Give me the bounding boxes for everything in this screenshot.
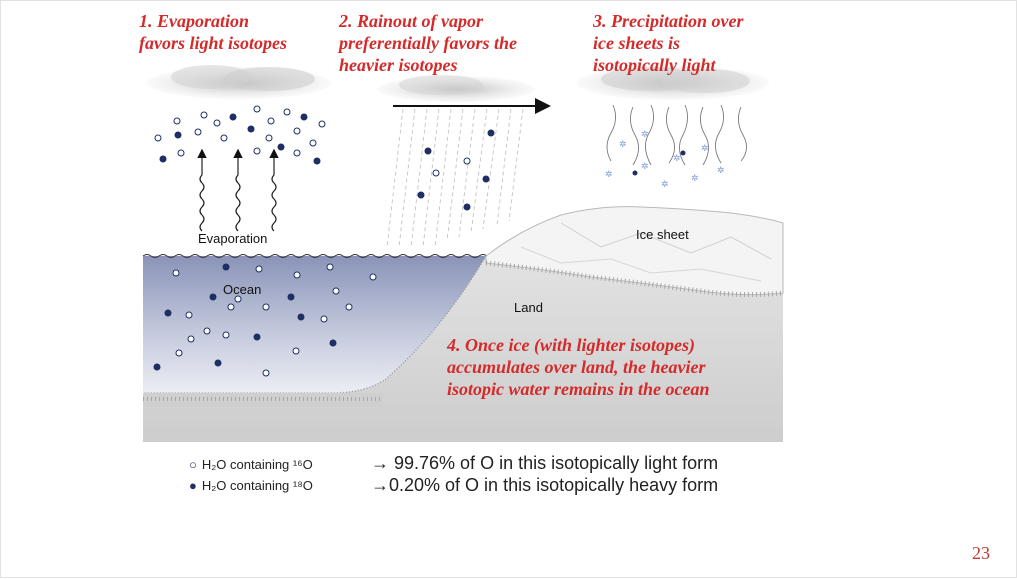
snowfall bbox=[606, 104, 747, 166]
caption-line: 4. Once ice (with lighter isotopes) bbox=[447, 335, 695, 355]
svg-text:✲: ✲ bbox=[661, 179, 669, 189]
snowflakes: ✲ ✲ ✲ ✲ ✲ ✲ ✲ ✲ ✲ bbox=[605, 129, 725, 189]
step-4-caption: 4. Once ice (with lighter isotopes) accu… bbox=[447, 334, 710, 400]
cloud-left bbox=[147, 65, 331, 99]
legend-light: ○ H₂O containing ¹⁶O bbox=[189, 457, 313, 472]
svg-text:✲: ✲ bbox=[641, 129, 649, 139]
light-isotope-note: → 99.76% of O in this isotopically light… bbox=[371, 453, 719, 473]
heavy-isotope-text: H₂O containing ¹⁸O bbox=[201, 478, 313, 493]
ocean-basin bbox=[143, 256, 486, 393]
page-number: 23 bbox=[972, 543, 990, 563]
step-2-caption: 2. Rainout of vapor preferentially favor… bbox=[339, 10, 517, 76]
rain-droplets bbox=[417, 129, 495, 211]
cloud-middle bbox=[378, 75, 534, 102]
caption-line: 3. Precipitation over bbox=[593, 11, 744, 31]
caption-line: accumulates over land, the heavier bbox=[447, 357, 706, 377]
step-1-caption: 1. Evaporation favors light isotopes bbox=[139, 10, 287, 54]
step-3-caption: 3. Precipitation over ice sheets is isot… bbox=[593, 10, 743, 76]
svg-text:✲: ✲ bbox=[619, 139, 627, 149]
ice-sheet-label: Ice sheet bbox=[636, 227, 689, 242]
caption-line: preferentially favors the bbox=[339, 33, 517, 53]
ocean-molecules bbox=[153, 263, 377, 377]
light-isotope-symbol: ○ bbox=[189, 457, 197, 472]
caption-line: 1. Evaporation bbox=[139, 11, 250, 31]
svg-text:✲: ✲ bbox=[641, 161, 649, 171]
ocean-label: Ocean bbox=[223, 282, 261, 297]
svg-text:✲: ✲ bbox=[605, 169, 613, 179]
evaporation-arrows bbox=[197, 148, 279, 232]
heavy-isotope-note: →0.20% of O in this isotopically heavy f… bbox=[371, 475, 719, 495]
svg-text:✲: ✲ bbox=[673, 153, 681, 163]
svg-text:✲: ✲ bbox=[717, 165, 725, 175]
sea-surface-line bbox=[142, 254, 488, 258]
legend-heavy: ● H₂O containing ¹⁸O bbox=[189, 478, 313, 493]
land-label: Land bbox=[514, 300, 543, 315]
heavy-isotope-symbol: ● bbox=[189, 478, 197, 493]
svg-text:✲: ✲ bbox=[691, 173, 699, 183]
caption-line: isotopically light bbox=[593, 55, 716, 75]
svg-text:✲: ✲ bbox=[701, 143, 709, 153]
caption-line: 2. Rainout of vapor bbox=[339, 11, 484, 31]
rain-streaks bbox=[386, 108, 524, 248]
cloud-right bbox=[577, 66, 769, 100]
caption-line: isotopic water remains in the ocean bbox=[447, 379, 710, 399]
evaporation-label: Evaporation bbox=[198, 231, 267, 246]
caption-line: ice sheets is bbox=[593, 33, 680, 53]
light-isotope-text: H₂O containing ¹⁶O bbox=[201, 457, 313, 472]
vapor-droplets bbox=[154, 105, 326, 165]
caption-line: favors light isotopes bbox=[139, 33, 288, 53]
ice-sheet bbox=[485, 206, 784, 296]
caption-line: heavier isotopes bbox=[339, 55, 458, 75]
